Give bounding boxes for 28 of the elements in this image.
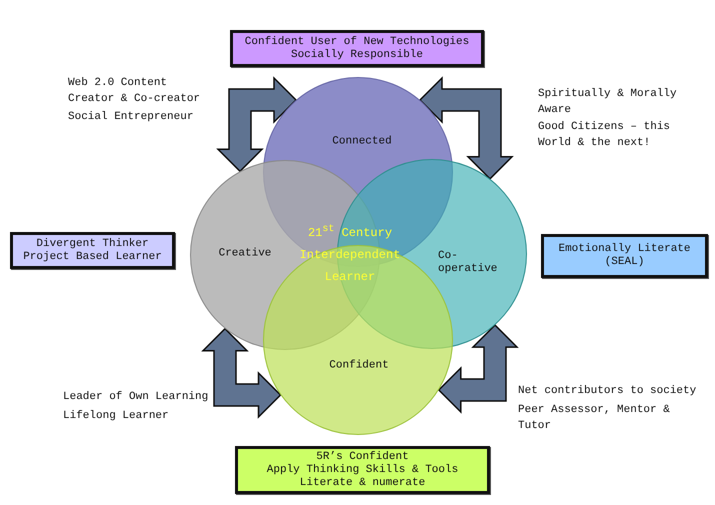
circle-label: Confident	[329, 360, 389, 372]
note-text: Lifelong Learner	[63, 409, 170, 424]
box-text: Socially Responsible	[290, 48, 424, 62]
note-text: Leader of Own Learning	[63, 390, 210, 405]
note-text: Spiritually & Morally Aware	[538, 87, 678, 118]
box-text: Confident User of New Technologies	[244, 36, 470, 48]
note-text: Good Citizens – this World & the next!	[538, 120, 672, 151]
box-text: 5R’s Confident	[315, 450, 410, 464]
circle-label: Co-operative	[438, 250, 498, 276]
bent-double-arrow	[216, 76, 298, 172]
note-text: Net contributors to society	[518, 384, 698, 399]
bent-double-arrow	[201, 328, 282, 419]
text-box	[230, 30, 484, 67]
text-box	[10, 232, 175, 269]
text-box	[541, 234, 708, 278]
note-text: Peer Assessor, Mentor & Tutor	[518, 403, 671, 434]
box-text: Divergent Thinker	[35, 238, 150, 250]
text-box	[235, 446, 490, 494]
circle-label: Creative	[218, 248, 272, 260]
bent-double-arrow	[438, 324, 519, 414]
box-text: Emotionally Literate (SEAL)	[557, 243, 692, 269]
circle-label: Connected	[332, 136, 392, 148]
box-text: Project Based Learner	[22, 250, 163, 264]
note-text: Social Entrepreneur	[68, 110, 194, 125]
box-text: Apply Thinking Skills & Tools	[266, 464, 460, 476]
note-text: Web 2.0 Content Creator & Co-creator	[68, 76, 202, 107]
bent-double-arrow	[418, 76, 514, 180]
box-text: Literate & numerate	[298, 476, 426, 490]
